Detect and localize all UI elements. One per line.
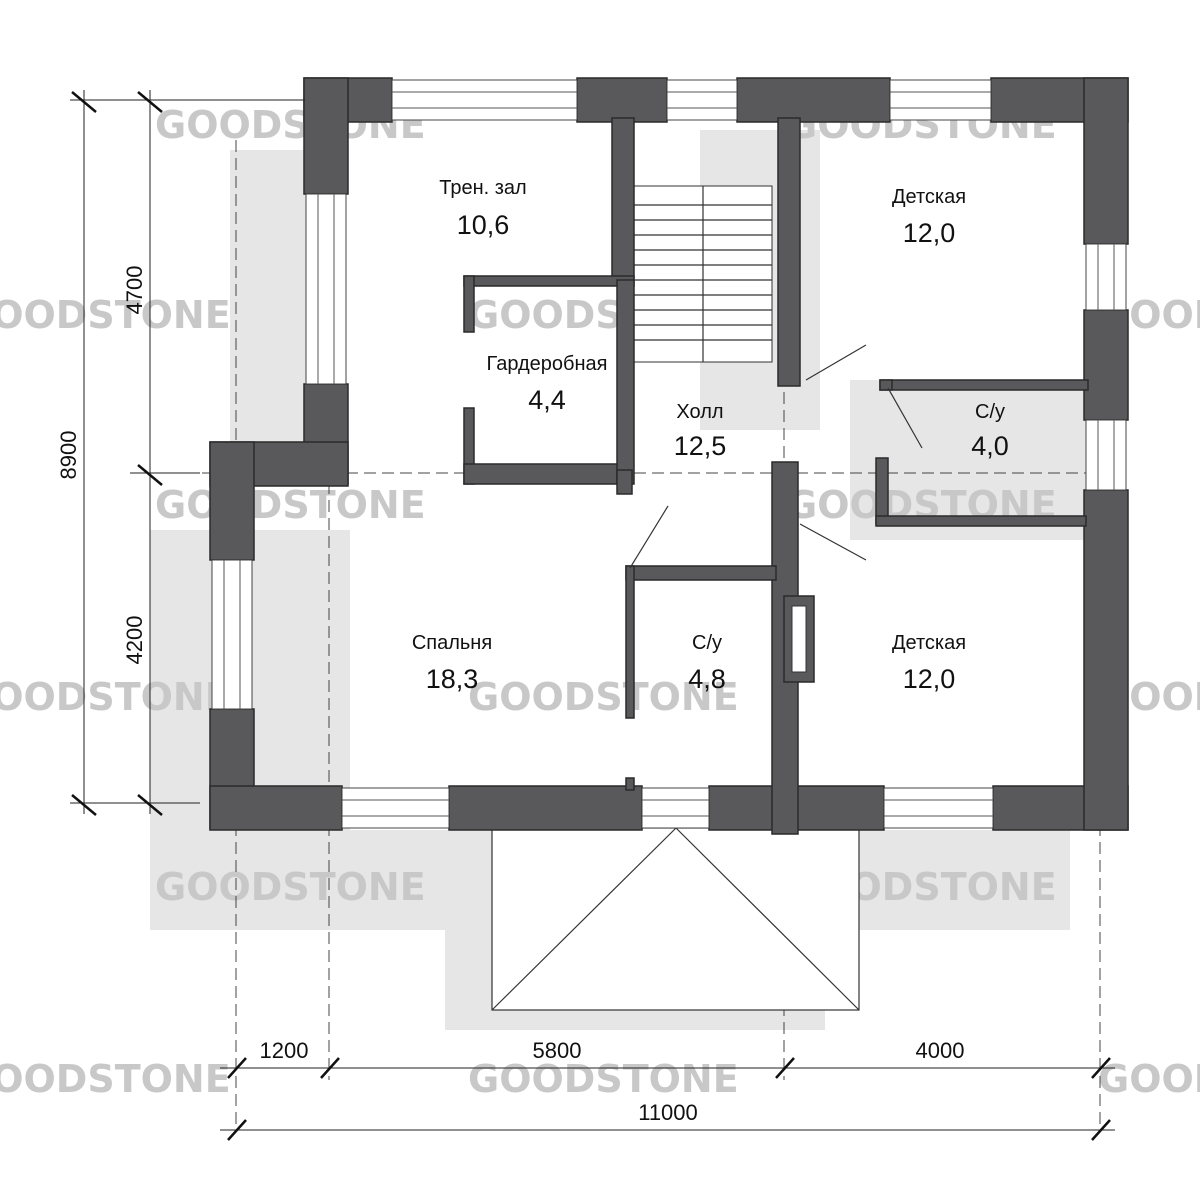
room-area-bath1: 4,0 xyxy=(971,431,1009,461)
dimension-bottom: 1200 5800 4000 11000 xyxy=(220,1038,1115,1141)
dimension-label-11000: 11000 xyxy=(638,1100,698,1125)
watermark: GOODSTONE xyxy=(1098,1057,1200,1101)
windows xyxy=(211,79,1127,829)
dimension-label-4700: 4700 xyxy=(122,266,147,315)
outer-walls xyxy=(209,77,1129,831)
room-area-hall: 12,5 xyxy=(674,431,727,461)
watermark: GOODSTONE xyxy=(155,865,426,909)
watermark: GOODSTONE xyxy=(468,675,739,719)
room-area-bath2: 4,8 xyxy=(688,664,726,694)
room-name-bath1: С/у xyxy=(975,401,1005,423)
watermark: GOODSTONE xyxy=(0,293,231,337)
room-labels: Трен. зал 10,6 Детская 12,0 Гардеробная … xyxy=(412,177,1009,694)
room-name-bath2: С/у xyxy=(692,632,722,654)
watermark: GOODSTONE xyxy=(468,1057,739,1101)
entrance-porch xyxy=(491,827,860,1011)
doors xyxy=(629,344,923,569)
room-name-kids1: Детская xyxy=(892,186,966,208)
room-name-wardrobe: Гардеробная xyxy=(487,353,608,375)
room-area-kids2: 12,0 xyxy=(903,664,956,694)
room-area-kids1: 12,0 xyxy=(903,218,956,248)
dimension-label-4200: 4200 xyxy=(122,616,147,665)
room-name-hall: Холл xyxy=(676,401,723,423)
room-area-wardrobe: 4,4 xyxy=(528,385,566,415)
room-name-kids2: Детская xyxy=(892,632,966,654)
room-area-bedroom: 18,3 xyxy=(426,664,479,694)
dimension-left: 4700 4200 8900 xyxy=(56,90,305,816)
room-area-gym: 10,6 xyxy=(457,210,510,240)
watermark: GOODSTONE xyxy=(155,483,426,527)
room-name-bedroom: Спальня xyxy=(412,632,492,654)
room-name-gym: Трен. зал xyxy=(439,177,526,199)
dimension-label-5800: 5800 xyxy=(533,1038,582,1063)
inner-walls xyxy=(463,117,1089,835)
watermark: GOODSTONE xyxy=(0,675,231,719)
staircase xyxy=(633,185,773,363)
watermark: GOODSTONE xyxy=(0,1057,231,1101)
dimension-label-8900: 8900 xyxy=(56,431,81,480)
dimension-label-4000: 4000 xyxy=(916,1038,965,1063)
dimension-label-1200: 1200 xyxy=(260,1038,309,1063)
